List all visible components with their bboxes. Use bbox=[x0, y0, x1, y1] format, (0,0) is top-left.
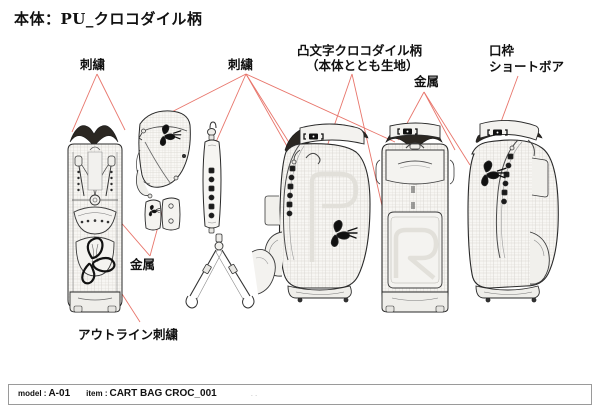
bag-view-front bbox=[375, 122, 455, 313]
annotation-emboss-croc-sub: （本体ととも生地） bbox=[306, 58, 419, 73]
bag-view-hood bbox=[136, 110, 191, 199]
technical-drawing bbox=[67, 73, 559, 323]
footer-item-value: CART BAG CROC_001 bbox=[109, 388, 217, 399]
annotation-emboss-croc: 凸文字クロコダイル柄 bbox=[297, 43, 423, 58]
annotation-mouth-frame: 口枠 bbox=[489, 43, 515, 58]
page-title: 本体：PU_クロコダイル柄 bbox=[14, 10, 203, 28]
annotation-outline-embroidery: アウトライン刺繍 bbox=[78, 327, 179, 342]
footer-trailing: .. bbox=[250, 389, 260, 398]
bag-view-side-right bbox=[467, 120, 559, 303]
annotation-embroidery-left: 刺繍 bbox=[80, 57, 106, 72]
footer-model-key: model : bbox=[18, 389, 47, 398]
footer-info-bar: model : A-01 item : CART BAG CROC_001 .. bbox=[8, 384, 592, 405]
footer-item-key: item : bbox=[86, 389, 108, 398]
strap-attached-detail bbox=[251, 249, 276, 295]
annotation-short-bore: ショートボア bbox=[489, 59, 565, 74]
annotation-embroidery-right: 刺繍 bbox=[228, 57, 254, 72]
footer-model-value: A-01 bbox=[48, 388, 71, 399]
bag-view-side-left bbox=[263, 123, 371, 303]
bag-view-strap-assembly bbox=[185, 233, 255, 309]
bag-view-back bbox=[67, 125, 123, 313]
annotation-metal-top: 金属 bbox=[414, 74, 440, 89]
bag-view-hardware bbox=[144, 197, 181, 231]
bag-view-strap-pad bbox=[202, 121, 222, 234]
annotation-metal-left: 金属 bbox=[130, 257, 156, 272]
